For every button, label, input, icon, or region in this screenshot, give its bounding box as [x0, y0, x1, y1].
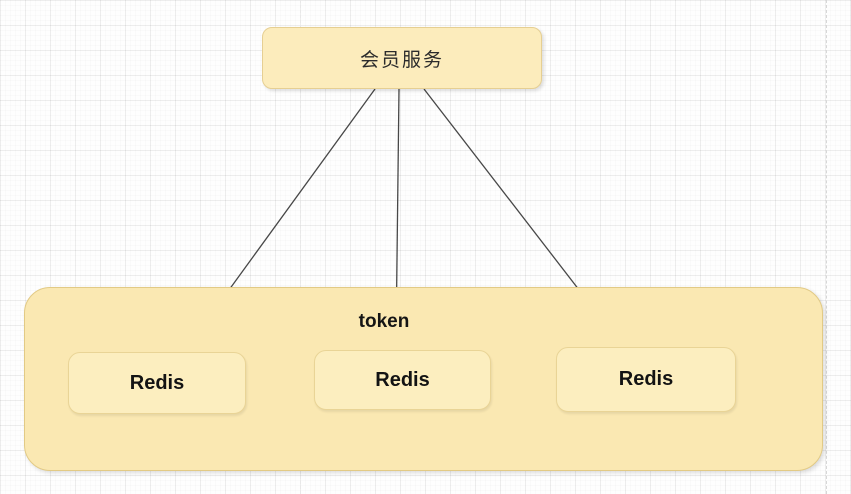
token-label: token	[358, 311, 410, 332]
node-member-service-label: 会员服务	[359, 49, 444, 71]
node-redis-1-label: Redis	[129, 371, 185, 394]
page-boundary-line	[826, 0, 827, 494]
node-redis-2[interactable]: Redis	[314, 350, 491, 410]
node-redis-2-label: Redis	[375, 368, 430, 391]
node-redis-3[interactable]: Redis	[556, 347, 736, 412]
node-redis-1[interactable]: Redis	[68, 352, 246, 414]
node-redis-3-label: Redis	[618, 368, 674, 390]
node-member-service[interactable]: 会员服务	[262, 27, 542, 89]
